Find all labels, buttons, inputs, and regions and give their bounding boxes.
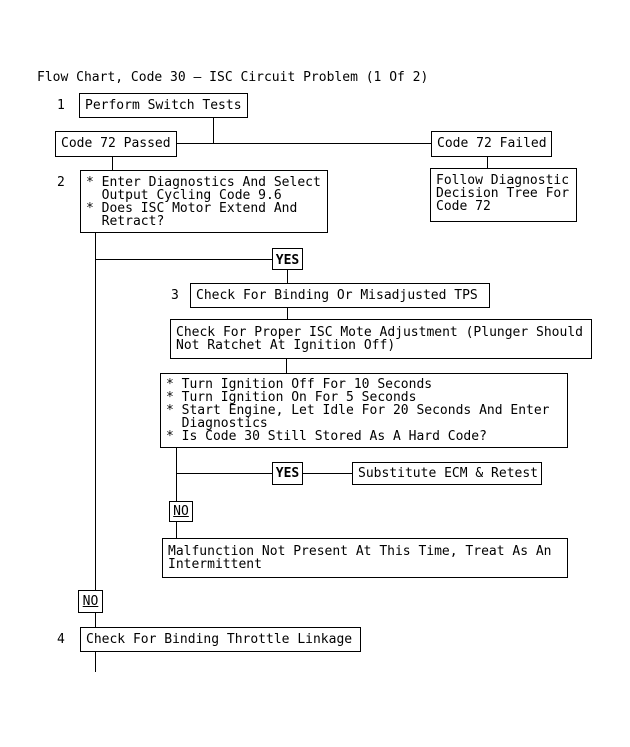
connector-passed-failed — [177, 143, 432, 144]
follow-diagnostic-tree-box: Follow Diagnostic Decision Tree For Code… — [430, 168, 577, 222]
step1-box: Perform Switch Tests — [79, 93, 248, 118]
connector-yes2-branch — [176, 473, 272, 474]
connector-adjustment-down — [286, 359, 287, 373]
ignition-cycle-test-box: * Turn Ignition Off For 10 Seconds * Tur… — [160, 373, 568, 448]
step2-box: * Enter Diagnostics And Select Output Cy… — [80, 170, 328, 233]
connector-yes1-branch — [95, 259, 272, 260]
connector-step2-no-main — [95, 233, 96, 590]
connector-failed-down — [487, 157, 488, 168]
page-title: Flow Chart, Code 30 – ISC Circuit Proble… — [37, 70, 429, 85]
step2-number: 2 — [57, 175, 65, 190]
yes-label-box-2: YES — [272, 462, 303, 485]
isc-motor-adjustment-box: Check For Proper ISC Mote Adjustment (Pl… — [170, 319, 592, 359]
connector-step3-down — [287, 308, 288, 319]
no-label-box-1: NO — [169, 501, 193, 522]
connector-step1-down — [213, 118, 214, 144]
no-label-box-2: NO — [78, 590, 103, 613]
connector-passed-down — [112, 157, 113, 170]
step3-box: Check For Binding Or Misadjusted TPS — [190, 283, 490, 308]
malfunction-intermittent-box: Malfunction Not Present At This Time, Tr… — [162, 538, 568, 578]
connector-no2-down — [95, 613, 96, 627]
connector-yes2-to-substitute — [303, 473, 352, 474]
substitute-ecm-box: Substitute ECM & Retest — [352, 462, 542, 485]
code72-passed-box: Code 72 Passed — [55, 131, 177, 157]
step3-number: 3 — [171, 288, 179, 303]
code72-failed-box: Code 72 Failed — [431, 131, 552, 157]
step4-number: 4 — [57, 632, 65, 647]
step4-box: Check For Binding Throttle Linkage — [80, 627, 361, 652]
yes-label-box-1: YES — [272, 248, 303, 270]
connector-no1-down — [176, 522, 177, 538]
connector-ignition-down — [176, 448, 177, 501]
connector-step4-tail — [95, 652, 96, 672]
step1-number: 1 — [57, 98, 65, 113]
connector-yes1-down — [287, 270, 288, 283]
